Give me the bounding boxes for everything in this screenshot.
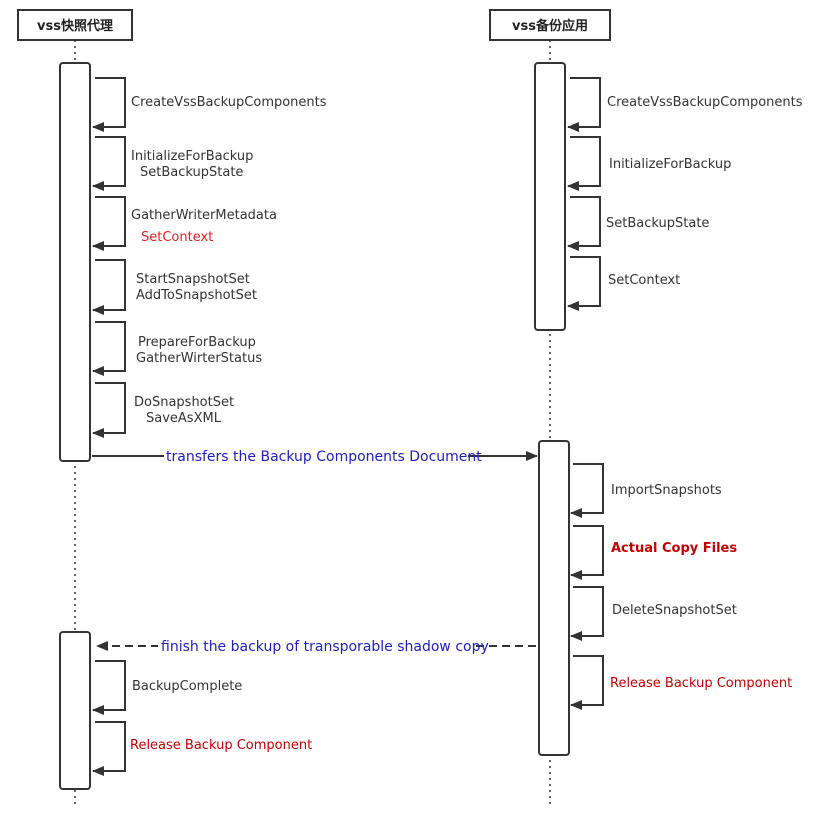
message-label-finish: finish the backup of transporable shadow…: [161, 639, 489, 655]
call-label: SaveAsXML: [146, 411, 222, 426]
message-label-bg: [158, 637, 476, 655]
call-label: GatherWirterStatus: [136, 351, 262, 366]
call-label: DoSnapshotSet: [134, 395, 234, 410]
call-label: DeleteSnapshotSet: [612, 603, 737, 618]
call-label: SetBackupState: [606, 216, 709, 231]
self-call-loop: [567, 77, 601, 132]
message-label-bg: [164, 447, 468, 465]
self-call-loop: [92, 321, 126, 376]
self-call-loop: [92, 196, 126, 251]
call-label: SetContext: [608, 273, 680, 288]
self-call-loop: [92, 660, 126, 715]
message-label-transfer: transfers the Backup Components Document: [166, 449, 482, 465]
self-call-loop: [92, 259, 126, 315]
self-call-loop: [567, 196, 601, 251]
activation-left-2: [59, 631, 91, 790]
call-label: StartSnapshotSet: [136, 272, 250, 287]
call-label: CreateVssBackupComponents: [131, 95, 327, 110]
participant-left-label: vss快照代理: [37, 18, 113, 34]
call-label: ImportSnapshots: [611, 483, 722, 498]
activation-right-2: [538, 440, 570, 756]
call-label-highlight: Release Backup Component: [130, 738, 312, 753]
self-call-loop: [92, 382, 126, 438]
call-label: GatherWriterMetadata: [131, 208, 277, 223]
self-call-loop: [567, 136, 601, 191]
self-call-loop: [567, 256, 601, 311]
call-label: BackupComplete: [132, 679, 242, 694]
call-label: InitializeForBackup: [131, 149, 253, 164]
participant-left: vss快照代理: [17, 9, 133, 41]
call-label: CreateVssBackupComponents: [607, 95, 803, 110]
self-call-loop: [92, 136, 126, 191]
self-call-loop: [570, 586, 604, 641]
self-call-loop: [570, 655, 604, 710]
participant-right: vss备份应用: [489, 9, 611, 41]
self-call-loop: [570, 463, 604, 518]
activation-right-1: [534, 62, 566, 331]
call-label: SetBackupState: [140, 165, 243, 180]
call-label-highlight: Release Backup Component: [610, 676, 792, 691]
call-label: InitializeForBackup: [609, 157, 731, 172]
self-call-loop: [92, 77, 126, 132]
call-label: AddToSnapshotSet: [136, 288, 257, 303]
call-label: PrepareForBackup: [138, 335, 256, 350]
call-label-highlight: Actual Copy Files: [611, 541, 737, 556]
self-call-loop: [92, 721, 126, 776]
self-call-loop: [570, 525, 604, 580]
participant-right-label: vss备份应用: [512, 18, 588, 34]
call-label-highlight: SetContext: [141, 230, 213, 245]
activation-left-1: [59, 62, 91, 462]
